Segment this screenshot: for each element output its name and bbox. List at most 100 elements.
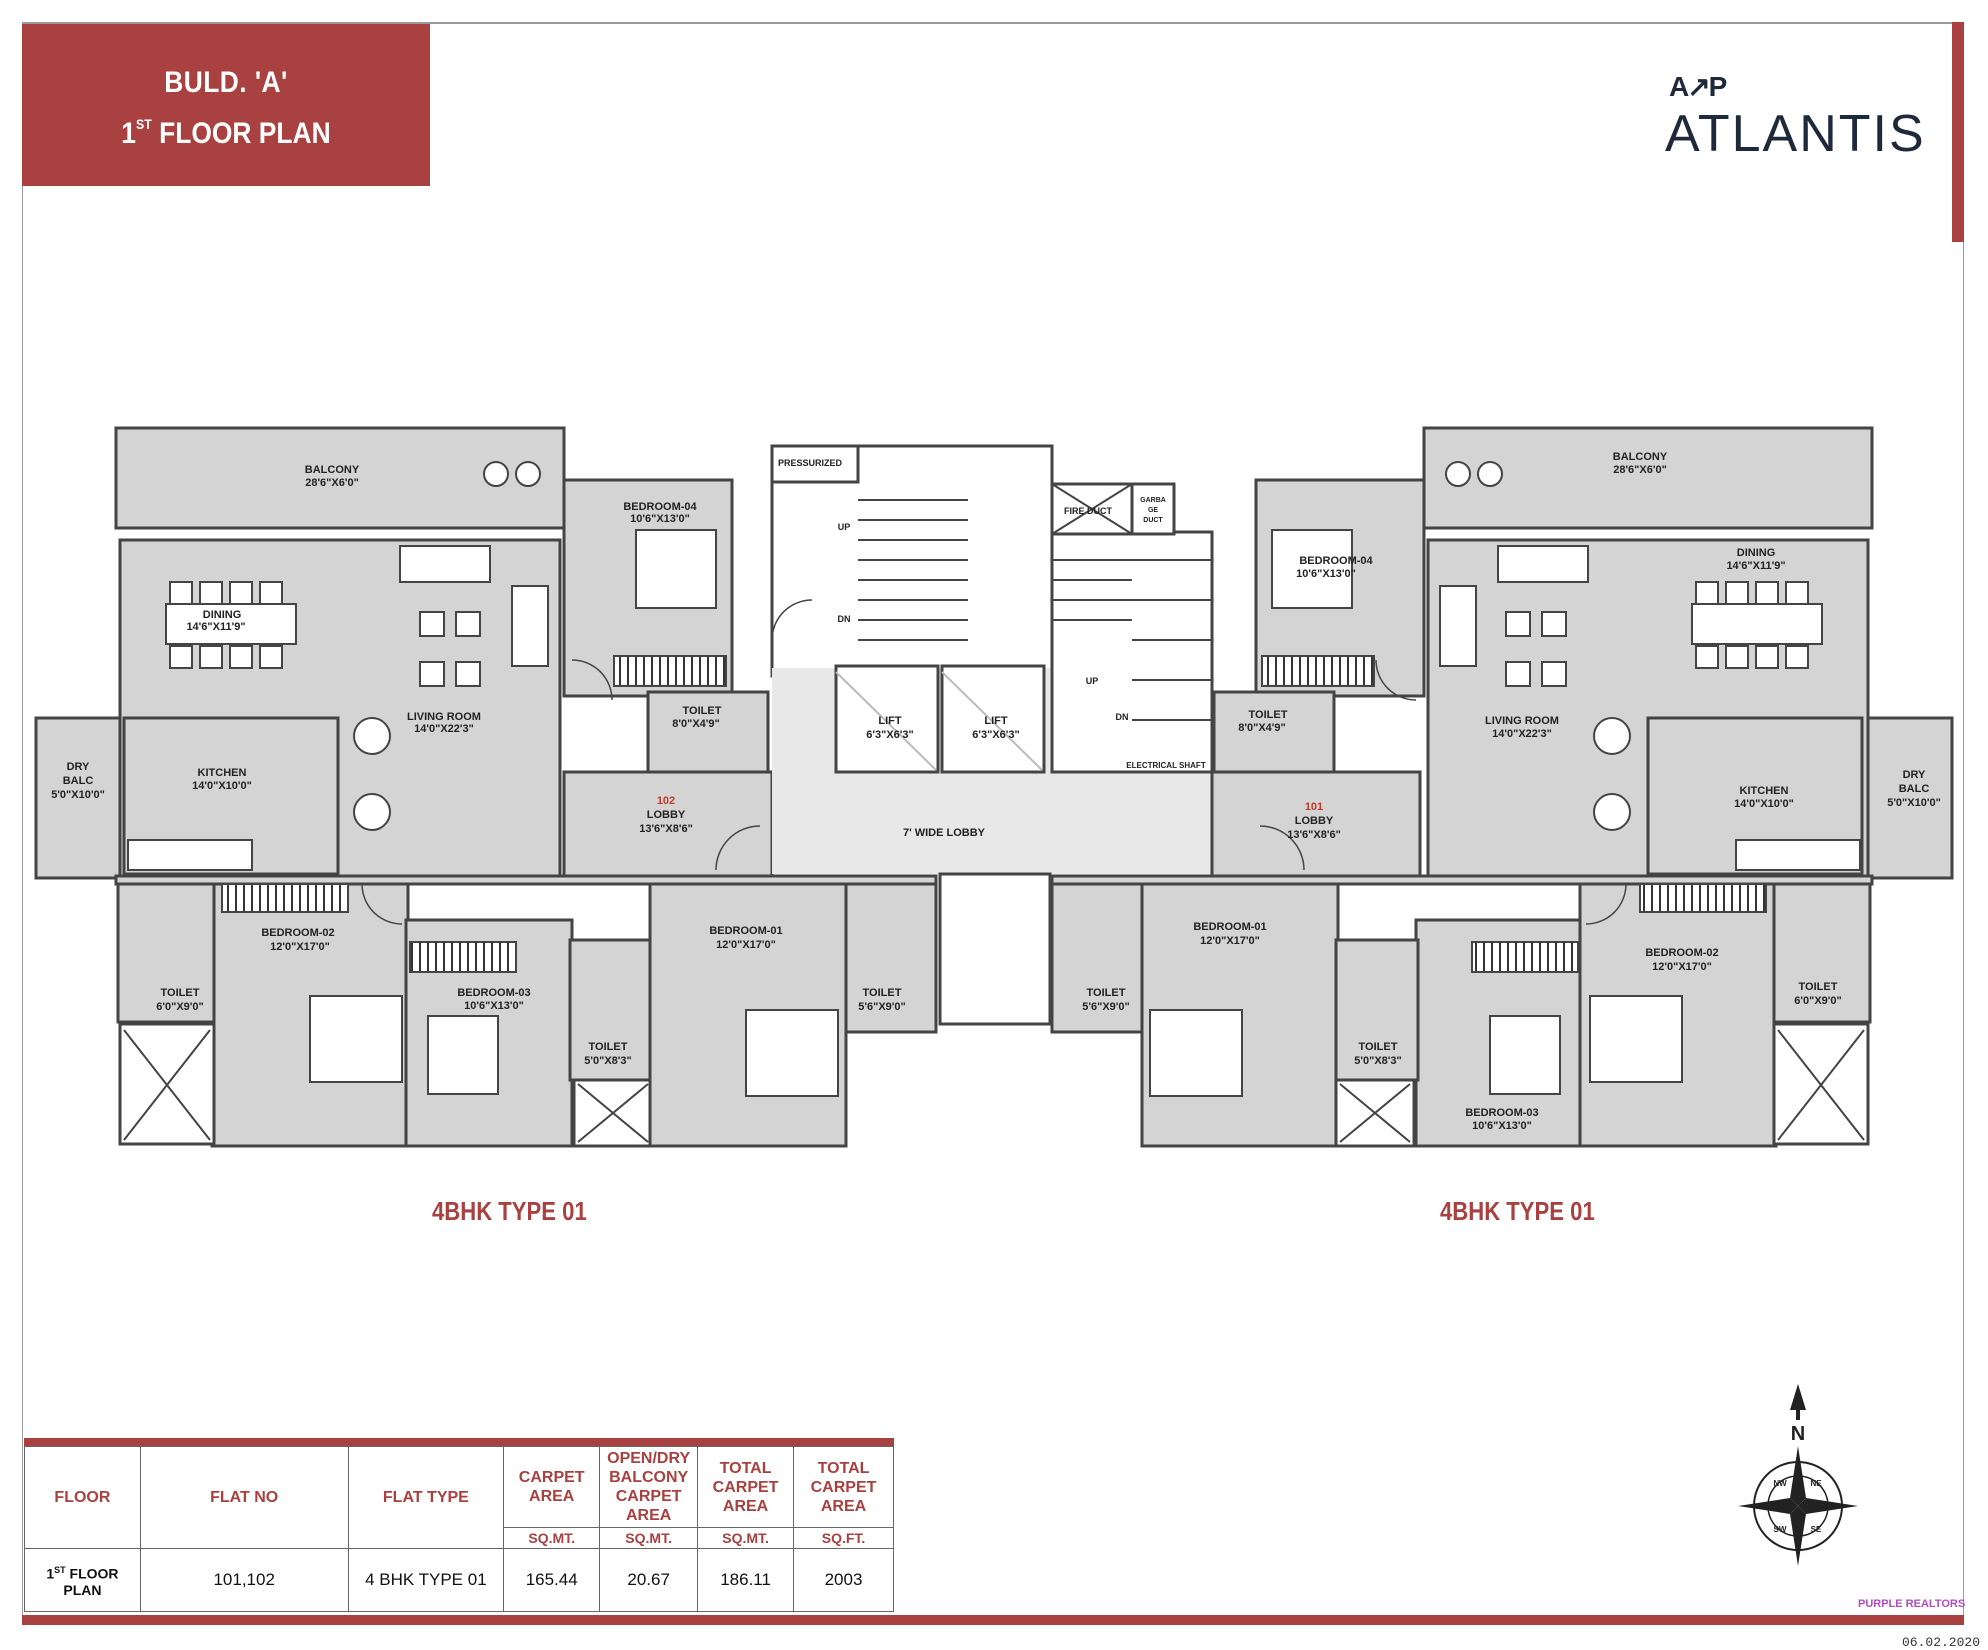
compass-nw: NW [1773, 1479, 1787, 1488]
electrical-shaft-label: ELECTRICAL SHAFT [1126, 761, 1206, 770]
unit-total-ft: SQ.FT. [793, 1527, 894, 1549]
left-bedroom-01-size: 12'0"X17'0" [716, 939, 776, 951]
logo-name: ATLANTIS [1665, 105, 1926, 163]
left-flat-no: 102 [657, 795, 675, 807]
right-dry-label-1: DRY [1903, 769, 1926, 781]
right-toilet-small [1212, 690, 1336, 774]
left-toilet-03 [568, 938, 654, 1082]
left-bedroom-04-label: BEDROOM-04 [623, 501, 697, 513]
logo-mark: A↗P [1669, 71, 1727, 102]
core-bottom-lift [938, 872, 1052, 1026]
compass-se: SE [1811, 1525, 1822, 1534]
stair-dn-label-2: DN [1116, 712, 1129, 722]
garbage-duct-label-2: GE [1148, 507, 1158, 514]
purple-realtors-logo: PURPLE REALTORS [1858, 1598, 1966, 1610]
left-toilet-01-size: 5'6"X9'0" [858, 1001, 905, 1013]
right-dry-size: 5'0"X10'0" [1887, 797, 1941, 809]
left-bedroom-03-size: 10'6"X13'0" [464, 1000, 524, 1012]
floor-sup: ST [135, 116, 152, 132]
stair-dn-label: DN [838, 614, 851, 624]
left-toilet-03-size: 5'0"X8'3" [584, 1055, 631, 1067]
header-flat-type: FLAT TYPE [347, 1446, 505, 1549]
right-toilet-01-size: 5'6"X9'0" [1082, 1001, 1129, 1013]
cell-flat-type: 4 BHK TYPE 01 [347, 1548, 505, 1612]
right-balcony-label: BALCONY [1613, 451, 1668, 463]
north-arrow-icon [1790, 1384, 1806, 1410]
left-lobby-band [114, 874, 938, 886]
left-toilet-02-label: TOILET [161, 987, 200, 999]
right-dining-label: DINING [1737, 547, 1776, 559]
right-bedroom-03-label: BEDROOM-03 [1465, 1107, 1538, 1119]
left-toilet-small [646, 690, 770, 774]
fire-duct-label: FIRE DUCT [1064, 506, 1112, 516]
left-lobby-size: 13'6"X8'6" [639, 823, 693, 835]
right-toilet-01 [1050, 880, 1144, 1034]
floor-title: 1ST FLOOR PLAN [46, 116, 405, 151]
stair-up-label: UP [838, 522, 851, 532]
left-dining-size: 14'6"X11'9" [186, 621, 245, 633]
unit-total-mt: SQ.MT. [697, 1527, 795, 1549]
right-bedroom-01-label: BEDROOM-01 [1193, 921, 1266, 933]
right-toilet-03-size: 5'0"X8'3" [1354, 1055, 1401, 1067]
left-toilet-02-size: 6'0"X9'0" [156, 1001, 203, 1013]
building-title: BULD. 'A' [164, 66, 288, 99]
flat-type-right: 4BHK TYPE 01 [1440, 1196, 1595, 1226]
right-lobby-label: LOBBY [1295, 815, 1334, 827]
wide-lobby-label: 7' WIDE LOBBY [903, 827, 986, 839]
left-dry-label-2: BALC [63, 775, 94, 787]
unit-carpet: SQ.MT. [503, 1527, 601, 1549]
lift-right-size: 6'3"X6'3" [972, 729, 1019, 741]
right-dry-label-2: BALC [1899, 783, 1930, 795]
flat-type-left: 4BHK TYPE 01 [432, 1196, 587, 1226]
left-bedroom-02-size: 12'0"X17'0" [270, 941, 330, 953]
left-dry-balc [34, 716, 122, 880]
right-bedroom-02-label: BEDROOM-02 [1645, 947, 1718, 959]
left-kitchen-size: 14'0"X10'0" [192, 780, 252, 792]
table-top-bar [24, 1438, 894, 1446]
right-living-label: LIVING ROOM [1485, 715, 1559, 727]
right-toilet-03-label: TOILET [1359, 1041, 1398, 1053]
floor-plan: BALCONY 28'6"X6'0" DINING 14'6"X11'9" LI… [34, 426, 1954, 1148]
compass-sw: SW [1774, 1525, 1787, 1534]
right-bedroom-01-size: 12'0"X17'0" [1200, 935, 1260, 947]
right-toilet-small-label: TOILET [1249, 709, 1288, 721]
right-toilet-02-label: TOILET [1799, 981, 1838, 993]
left-toilet-03-label: TOILET [589, 1041, 628, 1053]
right-bedroom-03-size: 10'6"X13'0" [1472, 1120, 1532, 1132]
left-toilet-02 [116, 880, 216, 1024]
right-dining-size: 14'6"X11'9" [1726, 560, 1785, 572]
frame-right-accent [1952, 22, 1964, 242]
compass-w: W [1768, 1502, 1776, 1511]
floor-num: 1 [121, 117, 136, 150]
left-balcony-size: 28'6"X6'0" [305, 477, 359, 489]
core-stair-right [1050, 530, 1214, 774]
garbage-duct-label-1: GARBA [1140, 497, 1166, 504]
lift-left-label: LIFT [878, 715, 901, 727]
left-toilet-small-size: 8'0"X4'9" [672, 718, 719, 730]
garbage-duct [1130, 482, 1176, 536]
header-flat-no: FLAT NO [139, 1446, 349, 1549]
pressurized-box [770, 444, 860, 484]
stair-up-label-2: UP [1086, 676, 1099, 686]
right-bedroom-04-size: 10'6"X13'0" [1296, 568, 1356, 580]
left-living-size: 14'0"X22'3" [414, 723, 474, 735]
frame-left-line [22, 186, 23, 1616]
lift-left-size: 6'3"X6'3" [866, 729, 913, 741]
left-bedroom-01-label: BEDROOM-01 [709, 925, 782, 937]
compass-north-label: N [1791, 1423, 1805, 1445]
compass-e: E [1821, 1502, 1827, 1511]
frame-right-line [1963, 242, 1964, 1622]
cell-total-ft: 2003 [793, 1548, 894, 1612]
right-toilet-01-label: TOILET [1087, 987, 1126, 999]
right-lobby-size: 13'6"X8'6" [1287, 829, 1341, 841]
right-toilet-small-size: 8'0"X4'9" [1238, 722, 1285, 734]
right-living-size: 14'0"X22'3" [1492, 728, 1552, 740]
left-bedroom-04-size: 10'6"X13'0" [630, 513, 690, 525]
left-toilet-small-label: TOILET [683, 705, 722, 717]
frame-bottom-line [22, 1615, 1964, 1625]
right-toilet-02-size: 6'0"X9'0" [1794, 995, 1841, 1007]
